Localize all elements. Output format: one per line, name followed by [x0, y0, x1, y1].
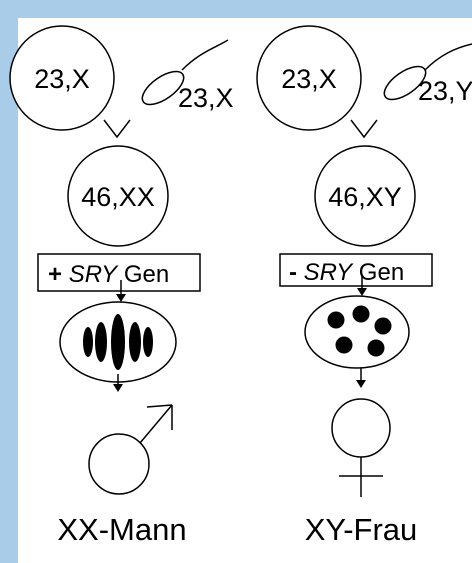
left-egg-cell: [9, 25, 115, 131]
right-sry-text: - SRY Gen: [289, 259, 404, 286]
left-arrow-2-head: [113, 384, 123, 392]
left-sry-gene: SRY: [69, 261, 119, 288]
left-sry-text: + SRY Gen: [48, 261, 169, 288]
right-sry-prefix: -: [289, 259, 304, 286]
left-gonad-band: [129, 322, 141, 362]
right-gonad-follicle: [374, 317, 392, 335]
right-zygote-label: 46,XY: [328, 182, 402, 212]
right-gonad-follicle: [367, 339, 385, 357]
right-column: 23,X 23,Y 46,XY - SRY Gen: [256, 25, 472, 547]
right-gonad-follicle: [352, 305, 370, 323]
left-fertilization-v: [103, 119, 131, 139]
left-sry-box: [37, 253, 201, 292]
left-zygote: [67, 145, 169, 247]
right-fertilization-v: [350, 119, 378, 139]
right-sperm-head: [383, 65, 427, 101]
right-caption: XY-Frau: [305, 512, 418, 547]
left-zygote-label: 46,XX: [81, 182, 155, 212]
right-egg-cell: [256, 25, 362, 131]
left-sry-suffix: Gen: [117, 261, 169, 288]
left-sry-prefix: +: [48, 261, 69, 288]
right-gonad-follicle: [335, 336, 353, 354]
left-egg-label: 23,X: [34, 64, 90, 94]
left-gonad-band: [143, 327, 153, 357]
left-sperm-label: 23,X: [178, 83, 234, 113]
right-sperm-tail: [424, 43, 472, 71]
right-sry-gene: SRY: [304, 259, 354, 286]
left-gonad-band: [83, 327, 93, 357]
female-symbol-icon: [331, 398, 391, 497]
male-symbol-icon: [88, 404, 173, 495]
left-column: 23,X 23,X 46,XX + SRY Gen: [9, 25, 234, 547]
left-sperm-head: [141, 70, 185, 106]
right-egg-label: 23,X: [281, 64, 337, 94]
left-caption: XX-Mann: [57, 512, 186, 547]
left-sperm-tail: [181, 39, 229, 71]
right-sry-suffix: Gen: [352, 259, 404, 286]
left-gonad-band: [95, 322, 107, 362]
frame-top-border: [0, 0, 472, 18]
right-sry-box: [279, 253, 433, 287]
left-arrow-1-head: [116, 294, 126, 302]
left-gonad-band: [111, 314, 125, 370]
right-arrow-1-head: [357, 288, 367, 296]
right-arrow-2-head: [356, 380, 366, 388]
frame-left-border: [0, 0, 18, 563]
right-sperm-label: 23,Y: [418, 76, 472, 106]
right-gonad-follicle: [327, 311, 345, 329]
right-zygote: [314, 145, 416, 247]
